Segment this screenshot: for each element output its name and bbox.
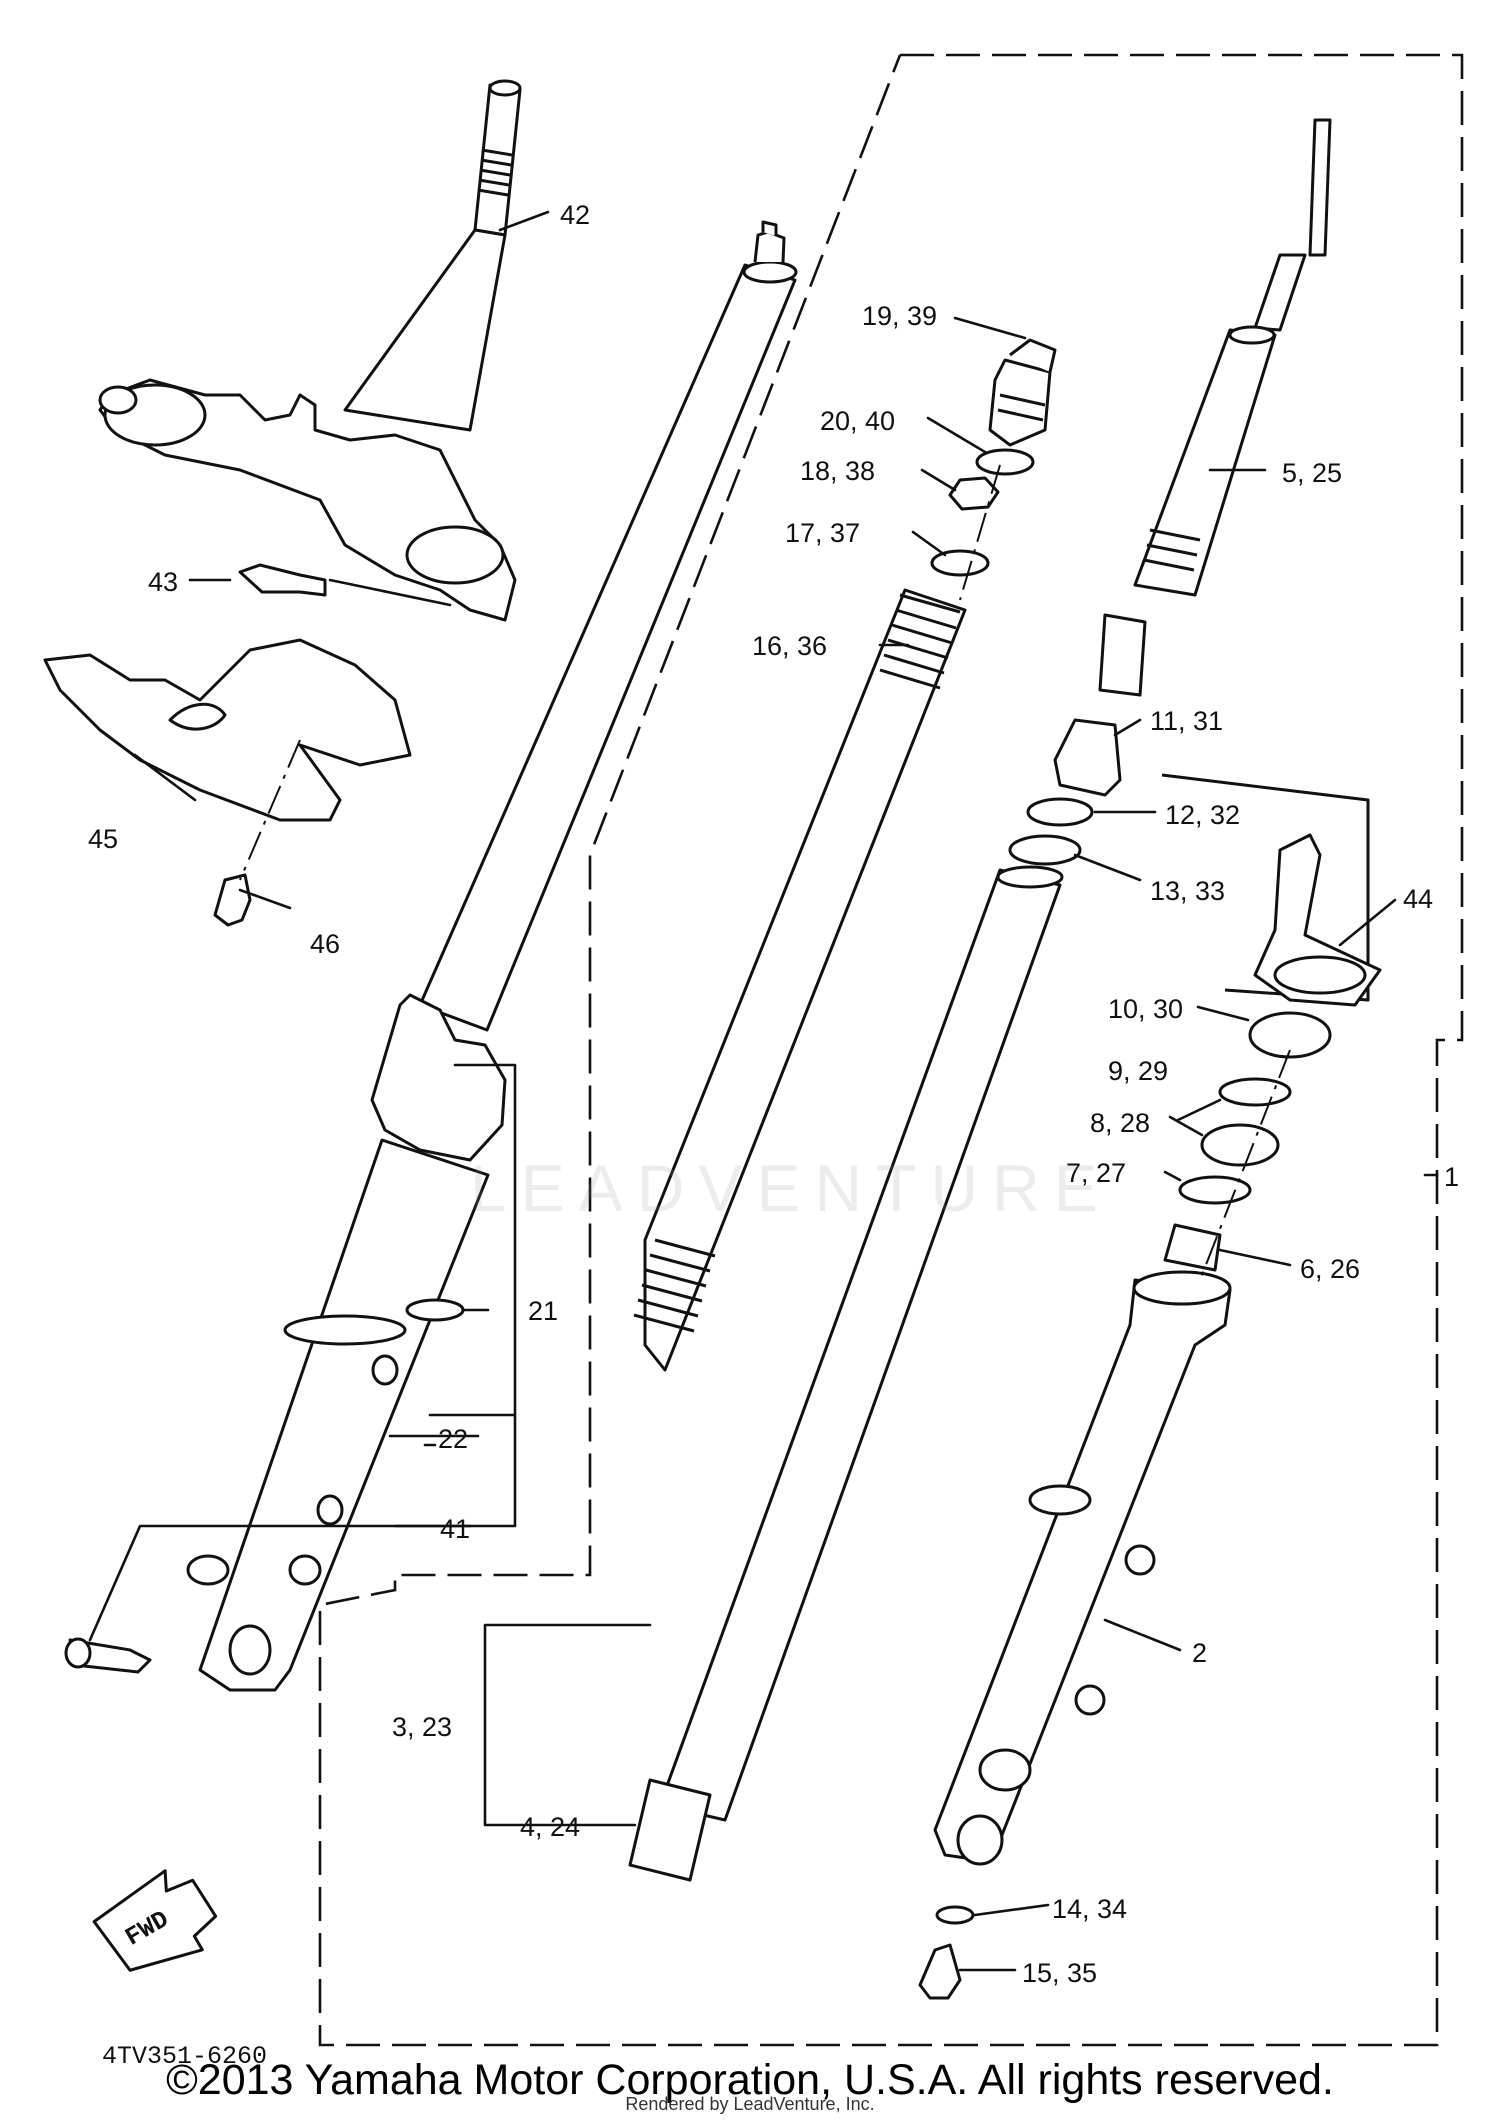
callout-13-33: 13, 33: [1150, 876, 1225, 906]
callout-10-30: 10, 30: [1108, 994, 1183, 1024]
steering-stem-42: [343, 79, 522, 432]
nut-18-38: [948, 476, 1000, 511]
bracket-21-22-41: [88, 1063, 517, 1642]
callout-6-26: 6, 26: [1300, 1254, 1360, 1284]
callout-8-28: 8, 28: [1090, 1108, 1150, 1138]
callout-1: 1: [1444, 1162, 1459, 1192]
callout-15-35: 15, 35: [1022, 1958, 1097, 1988]
callout-44: 44: [1403, 884, 1433, 914]
rendered-by-credit: Rendered by LeadVenture, Inc.: [625, 2094, 875, 2114]
callout-43: 43: [148, 567, 178, 597]
callout-16-36: 16, 36: [752, 631, 827, 661]
callout-14-34: 14, 34: [1052, 1894, 1127, 1924]
outer-tube-2: [933, 1270, 1232, 1866]
callout-17-37: 17, 37: [785, 518, 860, 548]
fork-assembly-left: [64, 220, 798, 1692]
under-bracket: [98, 378, 517, 622]
callout-11-31: 11, 31: [1150, 706, 1223, 736]
cap-bolt-19-39: [988, 338, 1057, 447]
diagram-code: 4TV351-6260: [102, 2042, 267, 2071]
callout-19-39: 19, 39: [862, 301, 937, 331]
callout-18-38: 18, 38: [800, 456, 875, 486]
callout-4-24: 4, 24: [520, 1812, 580, 1842]
bolt-46: [213, 873, 252, 927]
dust-seal-10-30: [1248, 1011, 1332, 1059]
copyright-notice: ©2013 Yamaha Motor Corporation, U.S.A. A…: [166, 2056, 1334, 2104]
collar-13-33: [1008, 834, 1082, 866]
washer-17-37: [930, 549, 990, 577]
alignment-line-cap: [959, 464, 1001, 601]
callout-20-40: 20, 40: [820, 406, 895, 436]
callout-3-23: 3, 23: [392, 1712, 452, 1742]
protector-44: [1253, 833, 1382, 1007]
oil-seal-8-28: [1200, 1123, 1280, 1167]
bracket-3-4: [483, 1623, 652, 1827]
callout-22: 22: [438, 1424, 468, 1454]
alignment-line-right: [1199, 1049, 1291, 1281]
callout-42: 42: [560, 200, 590, 230]
callout-12-32: 12, 32: [1165, 800, 1240, 830]
callout-21: 21: [528, 1296, 558, 1326]
spring-16-36: [633, 588, 967, 1372]
callout-46: 46: [310, 929, 340, 959]
assembly-1-boundary: [318, 53, 1464, 2047]
callout-45: 45: [88, 824, 118, 854]
washer-14-34: [935, 1905, 975, 1925]
bolt-15-35: [918, 1943, 962, 2000]
callout-2: 2: [1192, 1638, 1207, 1668]
o-ring-20-40: [975, 448, 1035, 476]
inner-tube-4-24: [628, 865, 1064, 1882]
taper-spindle: [1098, 613, 1147, 697]
damper-rod-5-25: [1133, 118, 1332, 597]
callout-7-27: 7, 27: [1066, 1158, 1126, 1188]
bolt-43: [238, 563, 327, 597]
callout-9-29: 9, 29: [1108, 1056, 1168, 1086]
piston-11-31: [1053, 718, 1122, 797]
callout-5-25: 5, 25: [1282, 458, 1342, 488]
cover-45: [43, 638, 412, 822]
watermark: LEADVENTURE: [470, 1151, 1112, 1225]
slide-metal-6-26: [1163, 1223, 1222, 1272]
circlip-12-32: [1026, 797, 1094, 827]
fwd-arrow-icon: FWD: [92, 1869, 218, 1972]
leader-lines: [133, 210, 1439, 1972]
alignment-line-45: [239, 739, 301, 881]
callout-41: 41: [440, 1514, 470, 1544]
stopper-ring-9-29: [1218, 1077, 1292, 1107]
